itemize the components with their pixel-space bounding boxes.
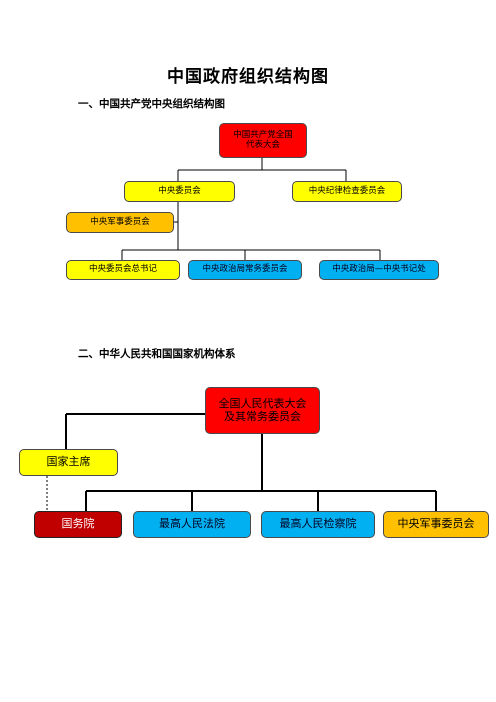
state-council-label: 国务院 [61,517,95,531]
general-secretary-box: 中央委员会总书记 [66,260,180,280]
party-military-commission-box: 中央军事委员会 [66,212,174,233]
discipline-commission-label: 中央纪律检查委员会 [308,185,386,196]
party-military-commission-label: 中央军事委员会 [90,216,150,227]
supreme-court-label: 最高人民法院 [159,517,225,531]
central-committee-label: 中央委员会 [158,185,201,196]
page-title: 中国政府组织结构图 [167,67,329,87]
politburo-standing-committee-label: 中央政治局常务委员会 [202,264,288,275]
discipline-commission-box: 中央纪律检查委员会 [292,181,402,202]
section-1-heading: 一、中国共产党中央组织结构图 [78,98,225,110]
state-president-label: 国家主席 [46,455,91,469]
politburo-secretariat-box: 中央政治局—中央书记处 [319,260,439,280]
supreme-court-box: 最高人民法院 [133,511,251,538]
supreme-procuratorate-box: 最高人民检察院 [261,511,375,538]
npc-label-line1: 全国人民代表大会 [218,396,307,410]
npc-box: 全国人民代表大会 及其常务委员会 [205,387,320,434]
state-military-commission-box: 中央军事委员会 [383,511,489,538]
section-2-heading: 二、中华人民共和国国家机构体系 [78,348,236,360]
party-national-congress-box: 中国共产党全国代表大会 [219,123,307,158]
state-military-commission-label: 中央军事委员会 [397,517,475,531]
state-president-box: 国家主席 [19,449,118,476]
politburo-standing-committee-box: 中央政治局常务委员会 [188,260,302,280]
politburo-secretariat-label: 中央政治局—中央书记处 [332,264,426,275]
npc-label-line2: 及其常务委员会 [224,409,301,423]
state-council-box: 国务院 [34,511,122,538]
party-national-congress-label: 中国共产党全国代表大会 [233,129,293,150]
general-secretary-label: 中央委员会总书记 [88,264,157,275]
central-committee-box: 中央委员会 [124,181,235,202]
supreme-procuratorate-label: 最高人民检察院 [279,517,357,531]
